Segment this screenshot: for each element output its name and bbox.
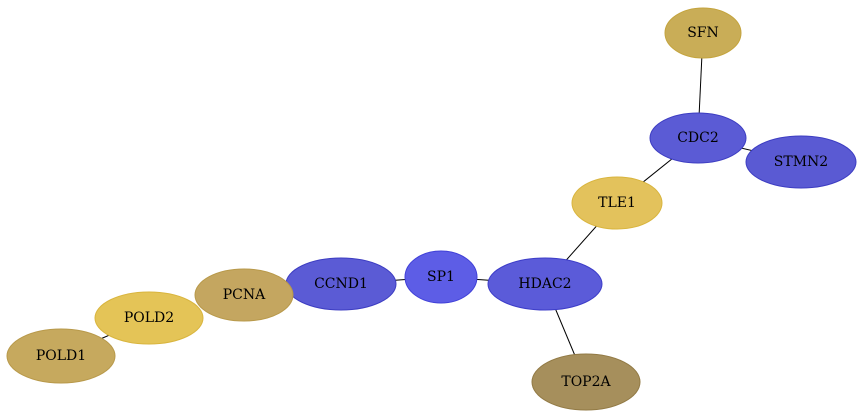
node-label: POLD2 — [124, 310, 174, 326]
node-ellipse — [94, 291, 204, 345]
node-pold2[interactable]: POLD2 — [94, 291, 204, 345]
node-label: CDC2 — [677, 130, 719, 146]
node-stmn2[interactable]: STMN2 — [745, 135, 857, 189]
node-label: HDAC2 — [518, 276, 571, 292]
node-ellipse — [649, 112, 747, 164]
node-ellipse — [531, 353, 641, 411]
node-ellipse — [487, 257, 603, 311]
node-ellipse — [664, 7, 742, 59]
node-label: POLD1 — [36, 348, 86, 364]
node-label: SP1 — [427, 269, 455, 285]
node-sp1[interactable]: SP1 — [404, 250, 478, 304]
node-sfn[interactable]: SFN — [664, 7, 742, 59]
node-hdac2[interactable]: HDAC2 — [487, 257, 603, 311]
node-ellipse — [404, 250, 478, 304]
node-pold1[interactable]: POLD1 — [6, 328, 116, 384]
node-tle1[interactable]: TLE1 — [571, 176, 663, 230]
node-ellipse — [194, 268, 294, 322]
node-ellipse — [745, 135, 857, 189]
node-label: TOP2A — [561, 374, 611, 390]
node-cdc2[interactable]: CDC2 — [649, 112, 747, 164]
node-label: TLE1 — [598, 195, 636, 211]
node-ellipse — [571, 176, 663, 230]
node-ellipse — [6, 328, 116, 384]
node-label: PCNA — [223, 287, 266, 303]
node-ccnd1[interactable]: CCND1 — [285, 257, 397, 311]
node-label: STMN2 — [774, 154, 828, 170]
node-label: SFN — [687, 25, 719, 41]
node-top2a[interactable]: TOP2A — [531, 353, 641, 411]
node-label: CCND1 — [314, 276, 368, 292]
node-pcna[interactable]: PCNA — [194, 268, 294, 322]
